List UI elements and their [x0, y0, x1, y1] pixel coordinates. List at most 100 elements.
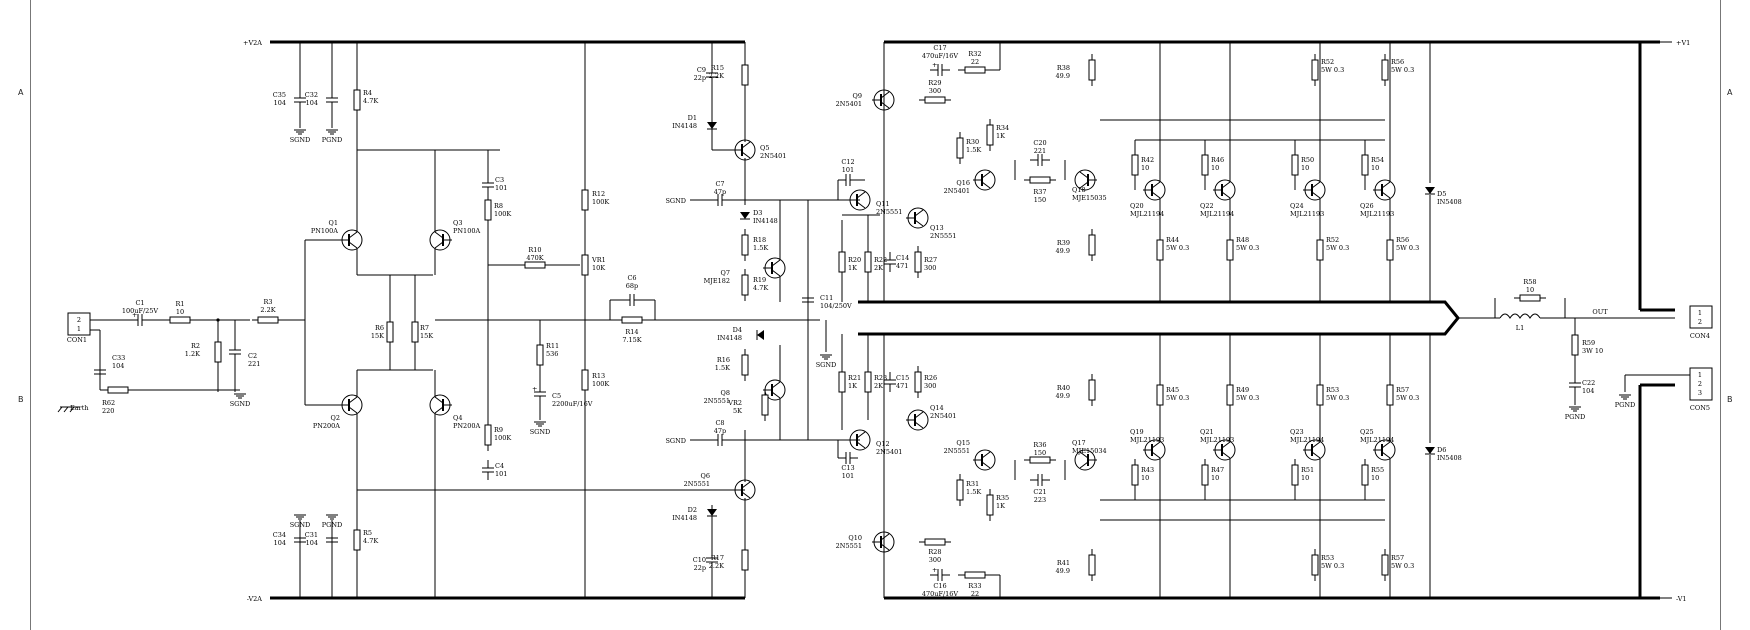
left-border-strip — [0, 0, 31, 630]
c1-ref: C1 — [135, 299, 144, 307]
r36-ref: R36 — [1033, 441, 1046, 449]
resistor-r53 — [1316, 384, 1324, 406]
q6-value: 2N5551 — [684, 480, 710, 488]
r4-value: 4.7K — [363, 97, 378, 105]
c32-ref: C32 — [305, 91, 318, 99]
resistor-r56 — [1381, 59, 1389, 81]
pgnd-symbol-output-label: PGND — [1565, 413, 1585, 421]
q12-ref: Q12 — [876, 440, 890, 448]
pgnd-symbol-con5 — [1619, 394, 1631, 400]
resistor-r55 — [1361, 464, 1369, 486]
zone-label-right-a: A — [1727, 88, 1733, 97]
c21-value: 223 — [1034, 496, 1046, 504]
q3-ref: Q3 — [453, 219, 462, 227]
c2-ref: C2 — [248, 352, 257, 360]
connector-con4 — [1689, 305, 1713, 329]
r51-ref: R51 — [1301, 466, 1314, 474]
resistor-vr2 — [761, 394, 769, 416]
rail-label-neg: -V1 — [1676, 595, 1687, 603]
transistor-q19 — [1143, 439, 1166, 461]
sgnd-label-c8: SGND — [665, 437, 686, 445]
q26-ref: Q26 — [1360, 202, 1374, 210]
q14-ref: Q14 — [930, 404, 944, 412]
transistor-q26 — [1373, 179, 1396, 201]
c21-ref: C21 — [1033, 488, 1046, 496]
resistor-r47 — [1201, 464, 1209, 486]
r29-value: 300 — [929, 87, 941, 95]
d1-value: IN4148 — [672, 122, 697, 130]
q1-ref: Q1 — [329, 219, 338, 227]
c20-value: 221 — [1034, 147, 1046, 155]
r50-ref: R50 — [1301, 156, 1314, 164]
r21-value: 1K — [848, 382, 857, 390]
capacitor-c20 — [1037, 154, 1043, 166]
c11-value: 104/250V — [820, 302, 852, 310]
transistor-q14 — [906, 409, 929, 431]
c35-value: 104 — [274, 99, 286, 107]
resistor-r58 — [1519, 294, 1541, 302]
pgnd-symbol-output — [1569, 406, 1581, 412]
r17-ref: R17 — [711, 554, 724, 562]
d6-value: IN5408 — [1437, 454, 1462, 462]
d4-value: IN4148 — [717, 334, 742, 342]
r30-ref: R30 — [966, 138, 979, 146]
c10-ref: C10 — [693, 556, 706, 564]
components: ++++ — [67, 59, 1713, 581]
r27-value: 300 — [924, 264, 936, 272]
q5-ref: Q5 — [760, 144, 769, 152]
d4-ref: D4 — [733, 326, 742, 334]
r40-value: 49.9 — [1056, 392, 1070, 400]
r6-value: 15K — [371, 332, 384, 340]
resistor-r43 — [1131, 464, 1139, 486]
r28-value: 300 — [929, 556, 941, 564]
resistor-r19 — [741, 274, 749, 296]
rail-label-pos: +V1 — [1676, 39, 1690, 47]
c4-value: 101 — [495, 470, 507, 478]
q11-ref: Q11 — [876, 200, 890, 208]
capacitor-c15 — [884, 379, 896, 385]
r22-ref: R22 — [874, 256, 887, 264]
transistor-q12 — [848, 429, 871, 451]
c11-ref: C11 — [820, 294, 833, 302]
r53-ref: R53 — [1326, 386, 1339, 394]
r47-ref: R47 — [1211, 466, 1224, 474]
diode-d6 — [1425, 447, 1435, 455]
q22-ref: Q22 — [1200, 202, 1214, 210]
c31-value: 104 — [306, 539, 318, 547]
transistor-q25 — [1373, 439, 1396, 461]
q24-ref: Q24 — [1290, 202, 1304, 210]
transistor-q22 — [1213, 179, 1236, 201]
c16-ref: C16 — [933, 582, 946, 590]
r52-value: 5W 0.3 — [1321, 66, 1344, 74]
r3-ref: R3 — [263, 298, 272, 306]
resistor-r42 — [1131, 154, 1139, 176]
sgnd-symbol-c5-label: SGND — [530, 428, 551, 436]
r13-value: 100K — [592, 380, 609, 388]
resistor-r37 — [1029, 176, 1051, 184]
transistor-q10 — [872, 531, 895, 553]
sgnd-symbol-input — [234, 393, 246, 399]
r23-value: 2K — [874, 382, 883, 390]
q21-ref: Q21 — [1200, 428, 1214, 436]
c15-value: 471 — [896, 382, 908, 390]
r48-ref: R48 — [1236, 236, 1249, 244]
r56-value: 5W 0.3 — [1396, 244, 1419, 252]
con5-ref: CON5 — [1690, 404, 1710, 412]
r2-ref: R2 — [191, 342, 200, 350]
r56-ref: R56 — [1396, 236, 1409, 244]
polarized-capacitor-c1: + — [132, 311, 143, 326]
sgnd-symbol-c11 — [820, 354, 832, 360]
q23-ref: Q23 — [1290, 428, 1304, 436]
capacitor-c14 — [884, 259, 896, 265]
r9-ref: R9 — [494, 426, 503, 434]
r57-ref: R57 — [1391, 554, 1404, 562]
resistor-r44 — [1156, 239, 1164, 261]
resistor-r57 — [1381, 554, 1389, 576]
r52-ref: R52 — [1321, 58, 1334, 66]
r55-value: 10 — [1371, 474, 1379, 482]
r38-value: 49.9 — [1056, 72, 1070, 80]
connector-con5 — [1689, 367, 1713, 401]
transistor-q11 — [848, 189, 871, 211]
r4-ref: R4 — [363, 89, 372, 97]
